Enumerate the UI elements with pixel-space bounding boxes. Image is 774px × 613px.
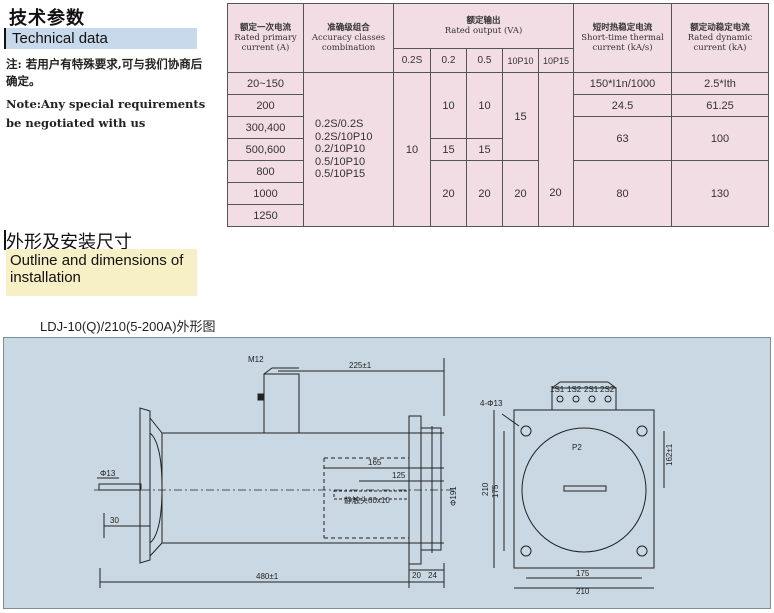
mounting-hole [520,545,532,557]
out-0-2-c: 20 [430,160,467,227]
current-cell: 300,400 [227,116,304,139]
out-10p10-b: 20 [502,160,539,227]
terminal-screw [572,395,580,403]
technical-data-title-en: Technical data [4,28,197,49]
dynamic-cell: 61.25 [671,94,769,117]
front-core-circle [521,427,647,553]
out-0-5-a: 10 [466,72,503,139]
mounting-hole [636,425,648,437]
mounting-hole [636,545,648,557]
out-0-2s: 10 [393,72,431,227]
dim-175-h: 175 [576,569,590,578]
out-10p15-cell [538,72,574,227]
dim-30: 30 [110,516,119,525]
sub-10p10: 10P10 [502,48,539,73]
primary-rod [98,483,142,491]
technical-data-title-cn: 技术参数 [9,8,85,29]
dim-210-h: 210 [576,587,590,596]
terminal-2s1: 2S1 [584,385,599,394]
left-flange [139,407,151,564]
thermal-cell: 24.5 [573,94,672,117]
dim-20: 20 [412,571,421,580]
bolt-icon [257,393,265,401]
current-cell: 1250 [227,204,304,227]
terminal-1s1: 1S1 [550,385,565,394]
sub-0-2s: 0.2S [393,48,431,73]
dim-24: 24 [428,571,437,580]
terminal-screw [588,395,596,403]
sub-0-5: 0.5 [466,48,503,73]
out-0-5-c: 20 [466,160,503,227]
current-cell: 20~150 [227,72,304,95]
dim-480: 480±1 [256,572,279,581]
dim-phi13: Φ13 [100,469,116,478]
outline-drawing: M12 225±1 Φ13 165 125 静触头60x10 Φ191 30 4… [3,337,771,609]
terminal-screw [604,395,612,403]
terminal-box [263,373,300,434]
dim-210-v: 210 [481,482,490,496]
label-m12: M12 [248,355,264,364]
thermal-cell: 80 [573,160,672,227]
terminal-2s2: 2S2 [600,385,615,394]
current-cell: 800 [227,160,304,183]
dynamic-cell: 2.5*Ith [671,72,769,95]
sub-10p15: 10P15 [538,48,574,73]
out-0-5-b: 15 [466,138,503,161]
dim-162: 162±1 [665,443,674,466]
dim-phi191: Φ191 [449,486,458,506]
dim-165: 165 [368,458,382,467]
out-10p15-value: 20 [549,187,562,199]
current-cell: 1000 [227,182,304,205]
sub-0-2: 0.2 [430,48,467,73]
front-terminal-box [551,387,617,410]
figure-title: LDJ-10(Q)/210(5-200A)外形图 [40,319,216,334]
out-0-2-b: 15 [430,138,467,161]
label-terminal: 静触头60x10 [344,495,390,505]
mounting-hole [520,425,532,437]
current-cell: 200 [227,94,304,117]
thermal-cell: 150*I1n/1000 [573,72,672,95]
dim-175-v: 175 [491,484,500,498]
note: 注: 若用户有特殊要求,可与我们协商后确定。 Note:Any special … [6,56,206,132]
label-p2: P2 [572,443,582,452]
dim-4phi13: 4-Φ13 [480,399,503,408]
dim-225: 225±1 [349,361,372,370]
flange-groove [149,432,163,544]
outline-drawing-svg: M12 225±1 Φ13 165 125 静触头60x10 Φ191 30 4… [94,355,674,596]
thermal-cell: 63 [573,116,672,161]
dynamic-cell: 130 [671,160,769,227]
outline-title-en: Outline and dimensions of installation [6,249,197,296]
current-cell: 500,600 [227,138,304,161]
dim-125: 125 [392,471,406,480]
front-plate [513,409,655,569]
outline-title-cn: 外形及安装尺寸 [4,228,132,254]
note-en: Note:Any special requirements be negotia… [6,97,206,130]
dynamic-cell: 100 [671,116,769,161]
out-10p10-a: 15 [502,72,539,161]
note-cn: 注: 若用户有特殊要求,可与我们协商后确定。 [6,57,203,88]
terminal-screw [556,395,564,403]
out-0-2-a: 10 [430,72,467,139]
terminal-1s2: 1S2 [567,385,582,394]
body-outline [162,432,444,544]
